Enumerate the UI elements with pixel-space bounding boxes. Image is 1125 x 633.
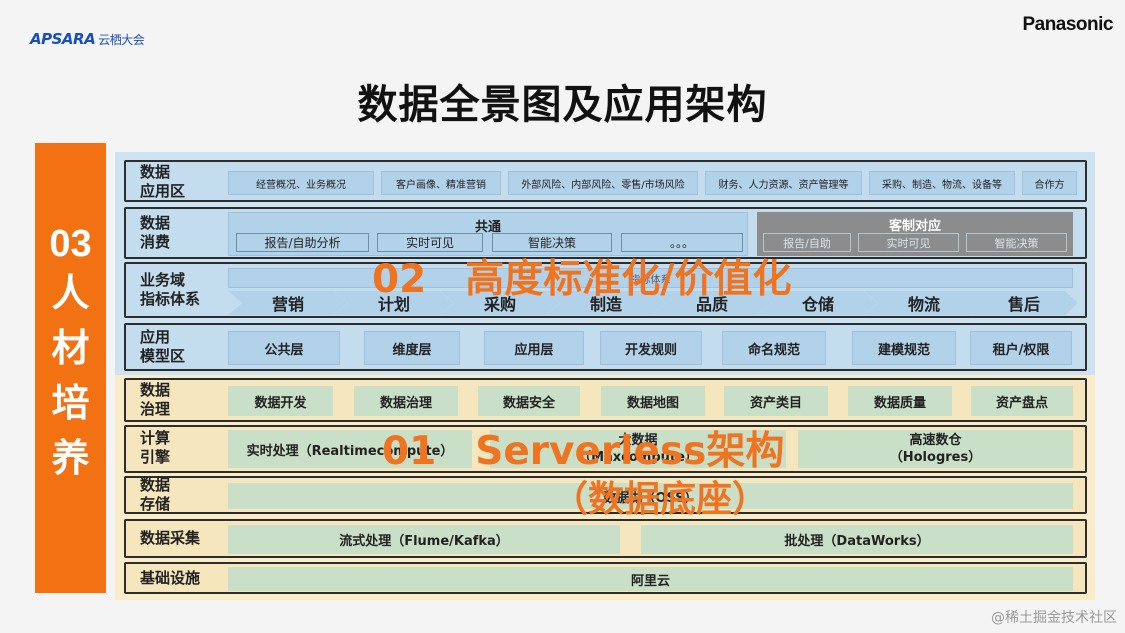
model-item: 开发规则 [600,331,702,365]
watermark: @稀土掘金技术社区 [991,610,1117,626]
metric-arrow: 售后 [970,291,1078,315]
metric-arrow: 采购 [440,291,560,315]
govern-item: 数据治理 [354,386,458,416]
metric-system-bar: 指标体系 [228,268,1073,288]
consume-common-item: 实时可见 [377,233,483,252]
row-label: 应用模型区 [140,328,186,365]
row-label: 数据消费 [140,214,171,251]
consume-custom-item: 报告/自助 [763,233,851,252]
app-item: 经营概况、业务概况 [228,171,374,195]
row-label: 业务域指标体系 [140,271,201,308]
metric-arrow: 品质 [652,291,772,315]
row-label: 数据治理 [140,381,171,418]
model-item: 公共层 [228,331,340,365]
row-business-metrics: 业务域指标体系 指标体系 营销 计划 采购 制造 品质 仓储 物流 售后 [124,262,1087,318]
compute-maxcompute: 大数据 （Maxcompute） [490,430,786,468]
consume-custom-item: 智能决策 [966,233,1067,252]
row-data-collection: 数据采集 流式处理（Flume/Kafka） 批处理（DataWorks） [124,519,1087,558]
metric-arrow: 仓储 [758,291,878,315]
consume-common-item: 报告/自助分析 [236,233,369,252]
row-data-application: 数据应用区 经营概况、业务概况 客户画像、精准营销 外部风险、内部风险、零售/市… [124,160,1087,202]
govern-item: 数据开发 [228,386,333,416]
app-item: 客户画像、精准营销 [381,171,501,195]
model-item: 租户/权限 [970,331,1072,365]
consume-common-box: 共通 [228,212,748,256]
talent-training-bar: 03 人 材 培 养 [35,143,106,593]
panasonic-logo: Panasonic [1022,14,1113,35]
row-label: 数据应用区 [140,163,186,200]
row-data-consumption: 数据消费 共通 报告/自助分析 实时可见 智能决策 。。。 客制对应 报告/自助… [124,207,1087,259]
row-label: 数据存储 [140,476,171,513]
row-label: 基础设施 [140,569,201,587]
govern-item: 资产盘点 [971,386,1073,416]
metric-arrow: 物流 [864,291,984,315]
govern-item: 数据安全 [478,386,580,416]
app-item: 财务、人力资源、资产管理等 [705,171,862,195]
row-data-governance: 数据治理 数据开发 数据治理 数据安全 数据地图 资产类目 数据质量 资产盘点 [124,378,1087,422]
row-label: 计算引擎 [140,429,171,466]
consume-custom-item: 实时可见 [858,233,959,252]
model-item: 应用层 [484,331,584,365]
storage-data-lake: 数据湖（OSS） [228,483,1073,509]
page-title: 数据全景图及应用架构 [357,82,768,128]
metric-arrow: 制造 [546,291,666,315]
collect-streaming: 流式处理（Flume/Kafka） [228,525,620,554]
consume-common-item: 。。。 [621,233,743,252]
consume-common-item: 智能决策 [492,233,612,252]
model-item: 命名规范 [722,331,826,365]
compute-realtime: 实时处理（Realtimecompute） [228,430,472,468]
row-application-model: 应用模型区 公共层 维度层 应用层 开发规则 命名规范 建模规范 租户/权限 [124,323,1087,371]
row-compute-engine: 计算引擎 实时处理（Realtimecompute） 大数据 （Maxcompu… [124,425,1087,473]
row-label: 数据采集 [140,529,201,547]
metric-arrow: 计划 [334,291,454,315]
overlay-standardization: 02 高度标准化/价值化 [372,257,792,302]
app-item: 外部风险、内部风险、零售/市场风险 [508,171,698,195]
govern-item: 数据质量 [848,386,952,416]
govern-item: 数据地图 [601,386,705,416]
compute-hologres: 高速数仓 （Hologres） [798,430,1073,468]
collect-batch: 批处理（DataWorks） [641,525,1073,554]
model-item: 建模规范 [852,331,956,365]
app-item: 合作方 [1022,171,1077,195]
model-item: 维度层 [364,331,460,365]
row-data-storage: 数据存储 数据湖（OSS） [124,476,1087,514]
overlay-serverless: 01 Serverless架构 [382,429,785,474]
row-infrastructure: 基础设施 阿里云 [124,562,1087,594]
govern-item: 资产类目 [724,386,828,416]
overlay-data-foundation: （数据底座） [552,479,769,520]
infra-alibaba-cloud: 阿里云 [228,567,1073,591]
consume-custom-box: 客制对应 [757,212,1073,256]
metric-arrow: 营销 [228,291,348,315]
app-item: 采购、制造、物流、设备等 [869,171,1015,195]
